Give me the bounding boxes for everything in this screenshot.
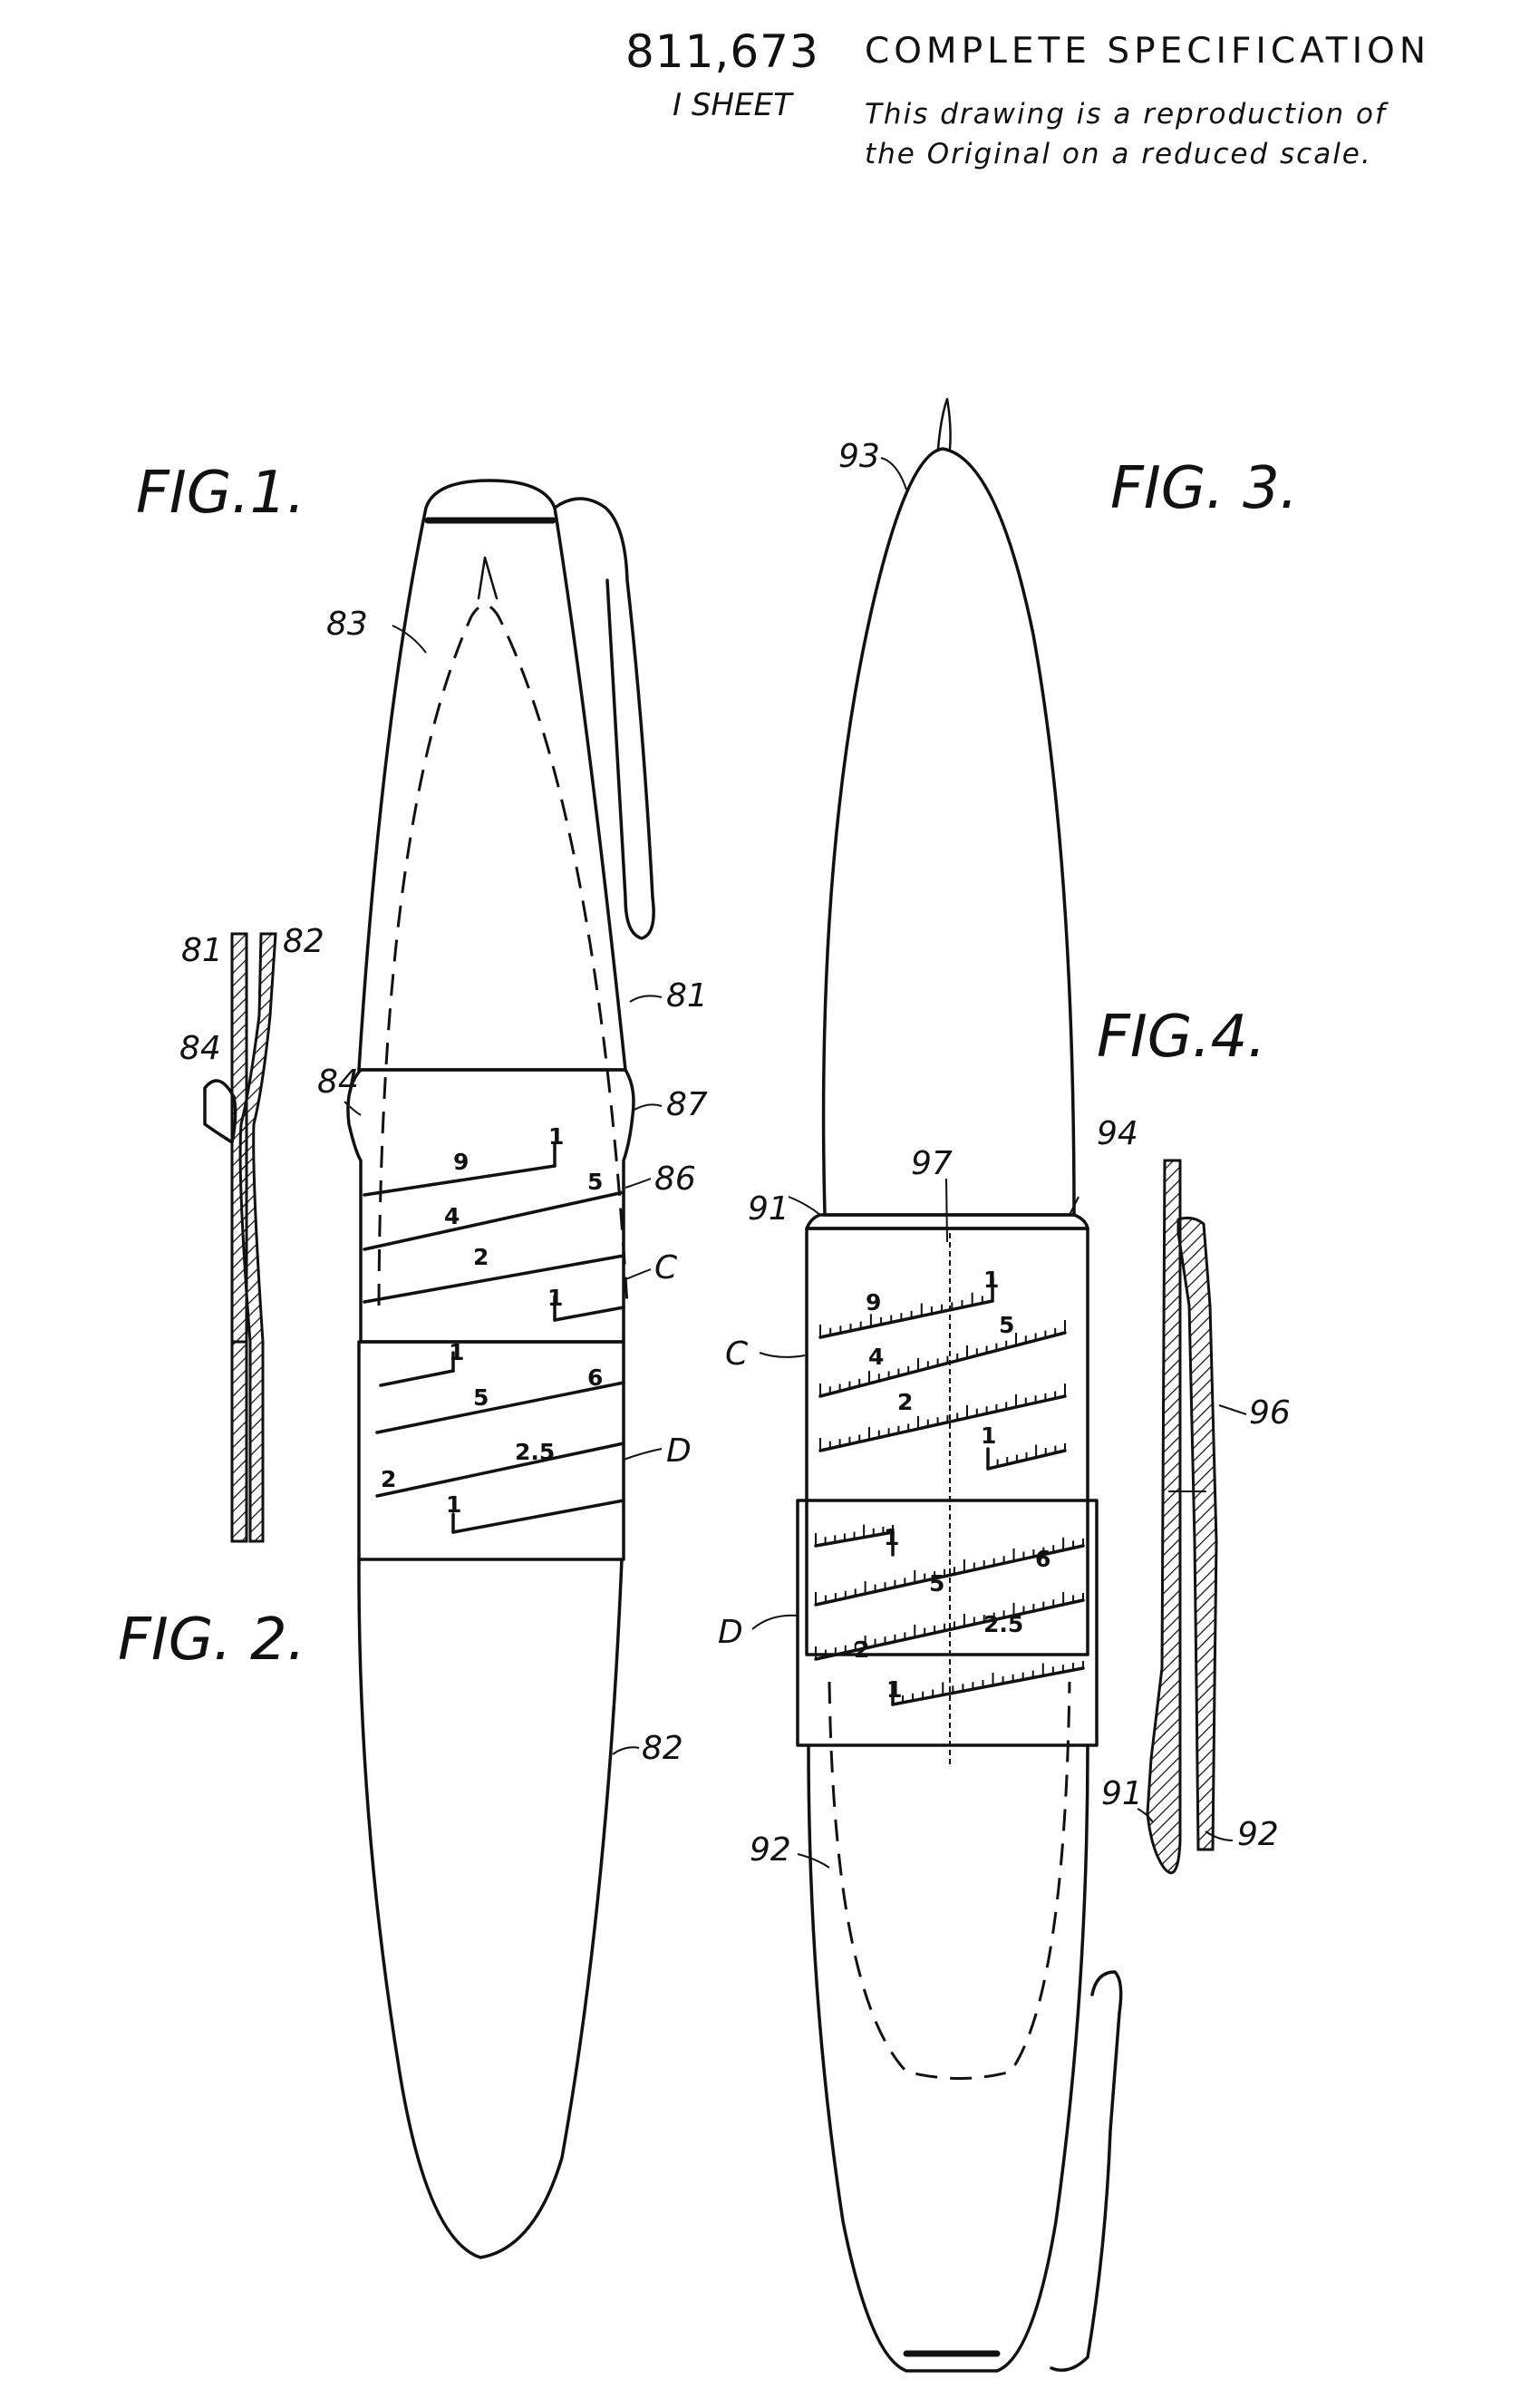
fig3-c-num-4: 4 xyxy=(868,1344,884,1370)
figure-1: FIG.1. 83 81 84 87 86 C D 82 9 1 4 5 2 1… xyxy=(136,460,708,2259)
fig3-nib-outline xyxy=(821,447,1076,1217)
fig1-c-num-9: 9 xyxy=(453,1149,469,1175)
fig3-leaders xyxy=(751,457,1079,1869)
fig1-ref-82: 82 xyxy=(642,1730,683,1767)
fig3-inner-dashed xyxy=(828,1681,1071,2080)
fig1-c-num-2: 2 xyxy=(473,1244,489,1270)
fig3-c-num-9: 9 xyxy=(866,1289,881,1316)
fig2-bump-84 xyxy=(203,1079,237,1144)
fig1-scale-d-band xyxy=(357,1340,625,1561)
fig3-d-num-6: 6 xyxy=(1035,1546,1050,1572)
fig3-scale-d-band xyxy=(796,1499,1099,1747)
reproduction-note-line-1: This drawing is a reproduction of xyxy=(865,98,1387,131)
fig1-d-num-5: 5 xyxy=(473,1384,489,1411)
fig1-nib-tip xyxy=(477,556,499,600)
fig3-scale-d-numbers: 1 6 5 2 2.5 1 xyxy=(854,1524,1050,1703)
fig4-leader-92 xyxy=(1205,1830,1234,1841)
fig1-label: FIG.1. xyxy=(136,460,305,527)
fig3-nib-tip xyxy=(936,397,952,451)
fig3-ref-91: 91 xyxy=(748,1190,789,1228)
fig3-label: FIG. 3. xyxy=(1110,455,1298,522)
fig1-d-num-2: 2 xyxy=(381,1466,396,1492)
fig1-d-num-1b: 1 xyxy=(446,1491,461,1518)
fig2-lower-wall xyxy=(230,1340,248,1543)
fig4-wall-91 xyxy=(1146,1159,1182,1875)
fig3-scale-d-ticks xyxy=(815,1524,1084,1704)
fig1-c-num-1b: 1 xyxy=(547,1285,563,1311)
fig1-ref-87: 87 xyxy=(666,1086,708,1123)
fig3-ref-c: C xyxy=(725,1335,749,1373)
fig3-c-num-5: 5 xyxy=(999,1312,1014,1338)
fig1-c-num-5: 5 xyxy=(587,1169,603,1195)
fig3-ref-92: 92 xyxy=(750,1831,791,1869)
fig2-ref-81: 81 xyxy=(181,932,223,969)
figure-2: FIG. 2. 81 82 84 xyxy=(118,923,324,1674)
fig2-label: FIG. 2. xyxy=(118,1607,305,1674)
fig3-d-num-2-5: 2.5 xyxy=(983,1611,1023,1637)
reproduction-note: This drawing is a reproduction of the Or… xyxy=(865,94,1387,174)
fig1-ref-81: 81 xyxy=(666,977,708,1015)
fig4-label: FIG.4. xyxy=(1097,1004,1266,1071)
fig3-d-num-1: 1 xyxy=(884,1524,899,1550)
fig3-scale-c-ticks xyxy=(819,1292,1066,1469)
fig1-cap-outline xyxy=(357,479,627,1072)
fig3-ref-d: D xyxy=(718,1614,743,1651)
fig1-leaders xyxy=(344,625,663,1755)
fig4-leader-96 xyxy=(1218,1404,1247,1415)
sheet-count: I SHEET xyxy=(673,87,792,123)
fig1-ring-c xyxy=(346,1068,635,1344)
fig2-wall-82 xyxy=(238,932,277,1543)
fig1-scale-d-numbers: 1 5 6 2.5 2 1 xyxy=(381,1339,603,1518)
fig4-ref-96: 96 xyxy=(1249,1394,1291,1432)
fig3-barrel-outline xyxy=(807,1743,1089,2373)
fig3-d-num-5: 5 xyxy=(929,1570,944,1597)
fig1-clip xyxy=(553,497,655,940)
fig1-d-num-2-5: 2.5 xyxy=(515,1439,555,1465)
fig2-ref-82: 82 xyxy=(283,923,324,960)
fig1-scale-c-numbers: 9 1 4 5 2 1 xyxy=(444,1123,603,1311)
fig3-c-num-2: 2 xyxy=(897,1389,913,1415)
fig4-wall-92 xyxy=(1176,1216,1218,1851)
fig1-ref-d: D xyxy=(666,1432,692,1470)
fig1-ref-84: 84 xyxy=(317,1063,359,1101)
figure-3: FIG. 3. 93 97 94 91 C D 92 9 1 4 5 2 1 1… xyxy=(718,397,1298,2373)
fig3-clip xyxy=(1050,1970,1123,2372)
fig1-c-num-1: 1 xyxy=(548,1123,564,1150)
fig1-scale-d-lines xyxy=(375,1351,625,1534)
fig1-c-num-4: 4 xyxy=(444,1203,460,1229)
fig2-ref-84: 84 xyxy=(179,1030,221,1067)
fig1-scale-c-lines xyxy=(363,1142,625,1322)
fig3-d-num-2: 2 xyxy=(854,1636,869,1663)
fig4-leader-91 xyxy=(1137,1808,1154,1823)
fig3-ref-97: 97 xyxy=(911,1145,953,1182)
fig3-ref-93: 93 xyxy=(838,438,880,475)
fig3-scale-c-numbers: 9 1 4 5 2 1 xyxy=(866,1267,1014,1449)
figure-4: FIG.4. 96 91 92 xyxy=(1097,1004,1291,1875)
fig3-d-num-1b: 1 xyxy=(886,1676,902,1703)
specification-title: COMPLETE SPECIFICATION xyxy=(865,31,1430,72)
fig4-ref-91: 91 xyxy=(1101,1775,1143,1812)
fig3-ref-94: 94 xyxy=(1097,1115,1138,1152)
fig3-c-num-1: 1 xyxy=(983,1267,999,1293)
fig1-ref-86: 86 xyxy=(654,1160,696,1198)
patent-number: 811,673 xyxy=(625,25,819,78)
fig1-d-num-1: 1 xyxy=(449,1339,464,1365)
fig1-ref-83: 83 xyxy=(326,606,368,643)
fig1-ref-c: C xyxy=(654,1249,678,1287)
fig4-ref-92: 92 xyxy=(1237,1816,1279,1853)
reproduction-note-line-2: the Original on a reduced scale. xyxy=(865,138,1372,170)
fig1-barrel-outline xyxy=(357,1558,624,2259)
fig1-d-num-6: 6 xyxy=(587,1364,603,1391)
fig3-c-num-1b: 1 xyxy=(981,1422,996,1449)
fig1-inner-nib-dashed xyxy=(377,604,629,1306)
